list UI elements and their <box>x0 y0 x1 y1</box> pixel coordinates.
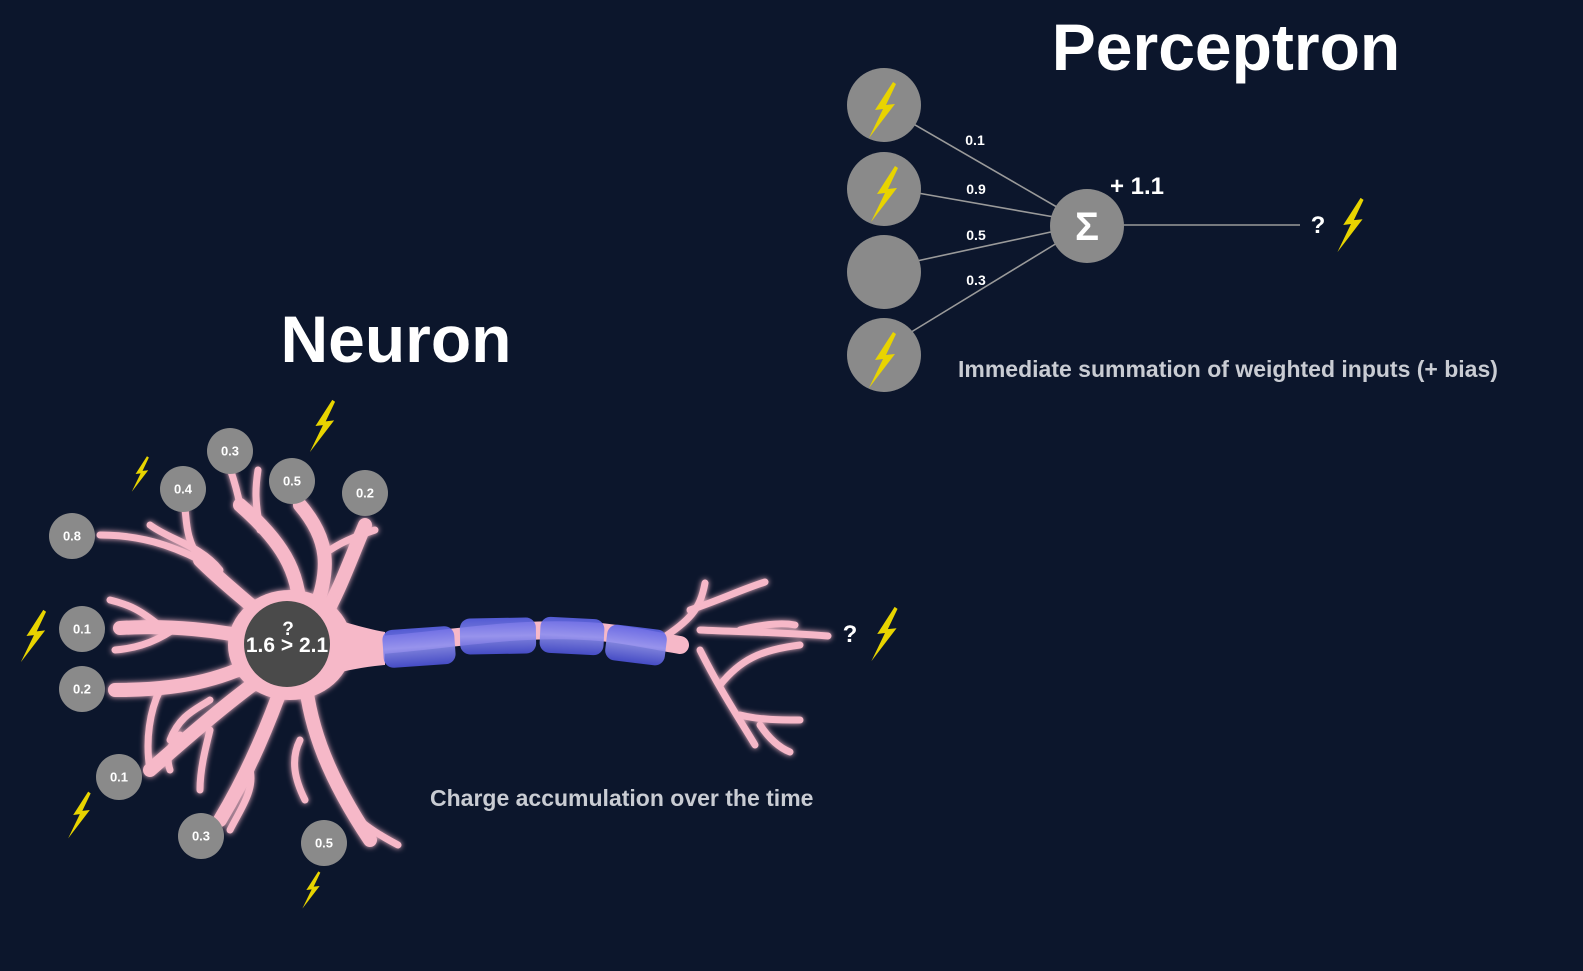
lightning-bolt-icon <box>309 399 336 453</box>
perceptron-inputs <box>847 68 921 392</box>
dendrite-twig <box>96 531 204 564</box>
soma-question: ? <box>282 619 294 640</box>
dendrite-twig <box>164 731 184 774</box>
connection-line <box>909 121 1063 211</box>
synapse-weight: 0.3 <box>192 829 210 844</box>
synapse-weight: 0.2 <box>73 682 91 697</box>
terminal-branch <box>736 711 804 724</box>
dendrite-twig <box>226 766 255 834</box>
summation-node <box>1050 189 1124 263</box>
terminal-branch <box>696 626 832 640</box>
weight-label: 0.5 <box>966 227 986 243</box>
terminal-branch <box>696 646 759 749</box>
myelin-sheath <box>605 624 667 666</box>
neuron-title: Neuron <box>281 302 512 376</box>
synapse-weight: 0.4 <box>174 482 193 497</box>
lightning-bolt-icon <box>302 871 321 909</box>
synapse-node <box>342 470 388 516</box>
synapse-node <box>269 458 315 504</box>
perceptron-connections <box>907 121 1300 335</box>
terminal-branch <box>756 721 794 756</box>
myelin-sheath <box>382 626 456 668</box>
connection-line <box>911 191 1061 219</box>
synapse-weight: 0.5 <box>283 474 301 489</box>
perceptron-output: ? <box>1311 212 1326 239</box>
terminal-branch <box>686 578 769 614</box>
perceptron-title: Perceptron <box>1052 10 1400 84</box>
myelin-sheaths <box>382 616 667 668</box>
synapse-node <box>49 513 95 559</box>
lightning-bolt-icon <box>131 456 149 492</box>
dendrite-twig <box>166 696 214 744</box>
axon-terminal <box>656 578 832 756</box>
perceptron: Perceptron 0.1 0.9 0.5 0.3 Σ + 1.1 <box>847 10 1498 392</box>
dendrite-branch <box>298 671 377 847</box>
dendrite-twig <box>196 726 214 794</box>
synapse-node <box>96 754 142 800</box>
terminal-branch <box>736 620 799 634</box>
dendrite-twig <box>111 621 184 654</box>
lightning-bolt-icon <box>871 606 898 662</box>
synapse-node <box>301 820 347 866</box>
synapse-node <box>160 466 206 512</box>
soma-threshold: 1.6 > 2.1 <box>246 634 329 657</box>
dendrite-twig <box>106 596 164 630</box>
synapse-node <box>207 428 253 474</box>
lightning-bolt-icon <box>1337 197 1364 253</box>
dendrite-twig <box>291 736 309 804</box>
dendrite-twig <box>336 786 402 849</box>
synapse-weight: 0.3 <box>221 444 239 459</box>
neuron-output: ? <box>843 621 858 648</box>
lightning-bolt-icon <box>20 609 47 663</box>
terminal-branch <box>716 641 804 689</box>
connection-line <box>911 229 1061 263</box>
synapse-weight: 0.1 <box>73 622 91 637</box>
synapse-weight: 0.8 <box>63 529 81 544</box>
myelin-sheath <box>539 616 605 656</box>
weight-label: 0.1 <box>965 132 985 148</box>
dendrite-twig <box>252 466 264 534</box>
neuron: Neuron <box>20 302 898 909</box>
weight-label: 0.3 <box>966 272 986 288</box>
dendrite-twig <box>146 521 224 574</box>
bias-label: + 1.1 <box>1110 173 1164 200</box>
sum-symbol: Σ <box>1075 205 1099 249</box>
terminal-branch <box>656 579 709 644</box>
neuron-inputs: 0.3 0.4 0.5 0.2 0.8 0.1 0.2 0.1 0.3 0.5 <box>49 428 388 866</box>
lightning-bolt-icon <box>68 791 91 839</box>
perceptron-caption: Immediate summation of weighted inputs (… <box>958 356 1498 382</box>
input-node <box>847 235 921 309</box>
synapse-weight: 0.2 <box>356 486 374 501</box>
synapse-weight: 0.5 <box>315 836 333 851</box>
connection-line <box>907 239 1063 335</box>
synapse-weight: 0.1 <box>110 770 128 785</box>
myelin-sheath <box>459 617 537 655</box>
dendrite-twig <box>144 686 164 774</box>
weight-label: 0.9 <box>966 181 986 197</box>
neuron-caption: Charge accumulation over the time <box>430 785 813 811</box>
synapse-node <box>178 813 224 859</box>
synapse-node <box>59 606 105 652</box>
dendrite-twig <box>326 526 379 554</box>
synapse-node <box>59 666 105 712</box>
soma-nucleus <box>244 601 330 687</box>
